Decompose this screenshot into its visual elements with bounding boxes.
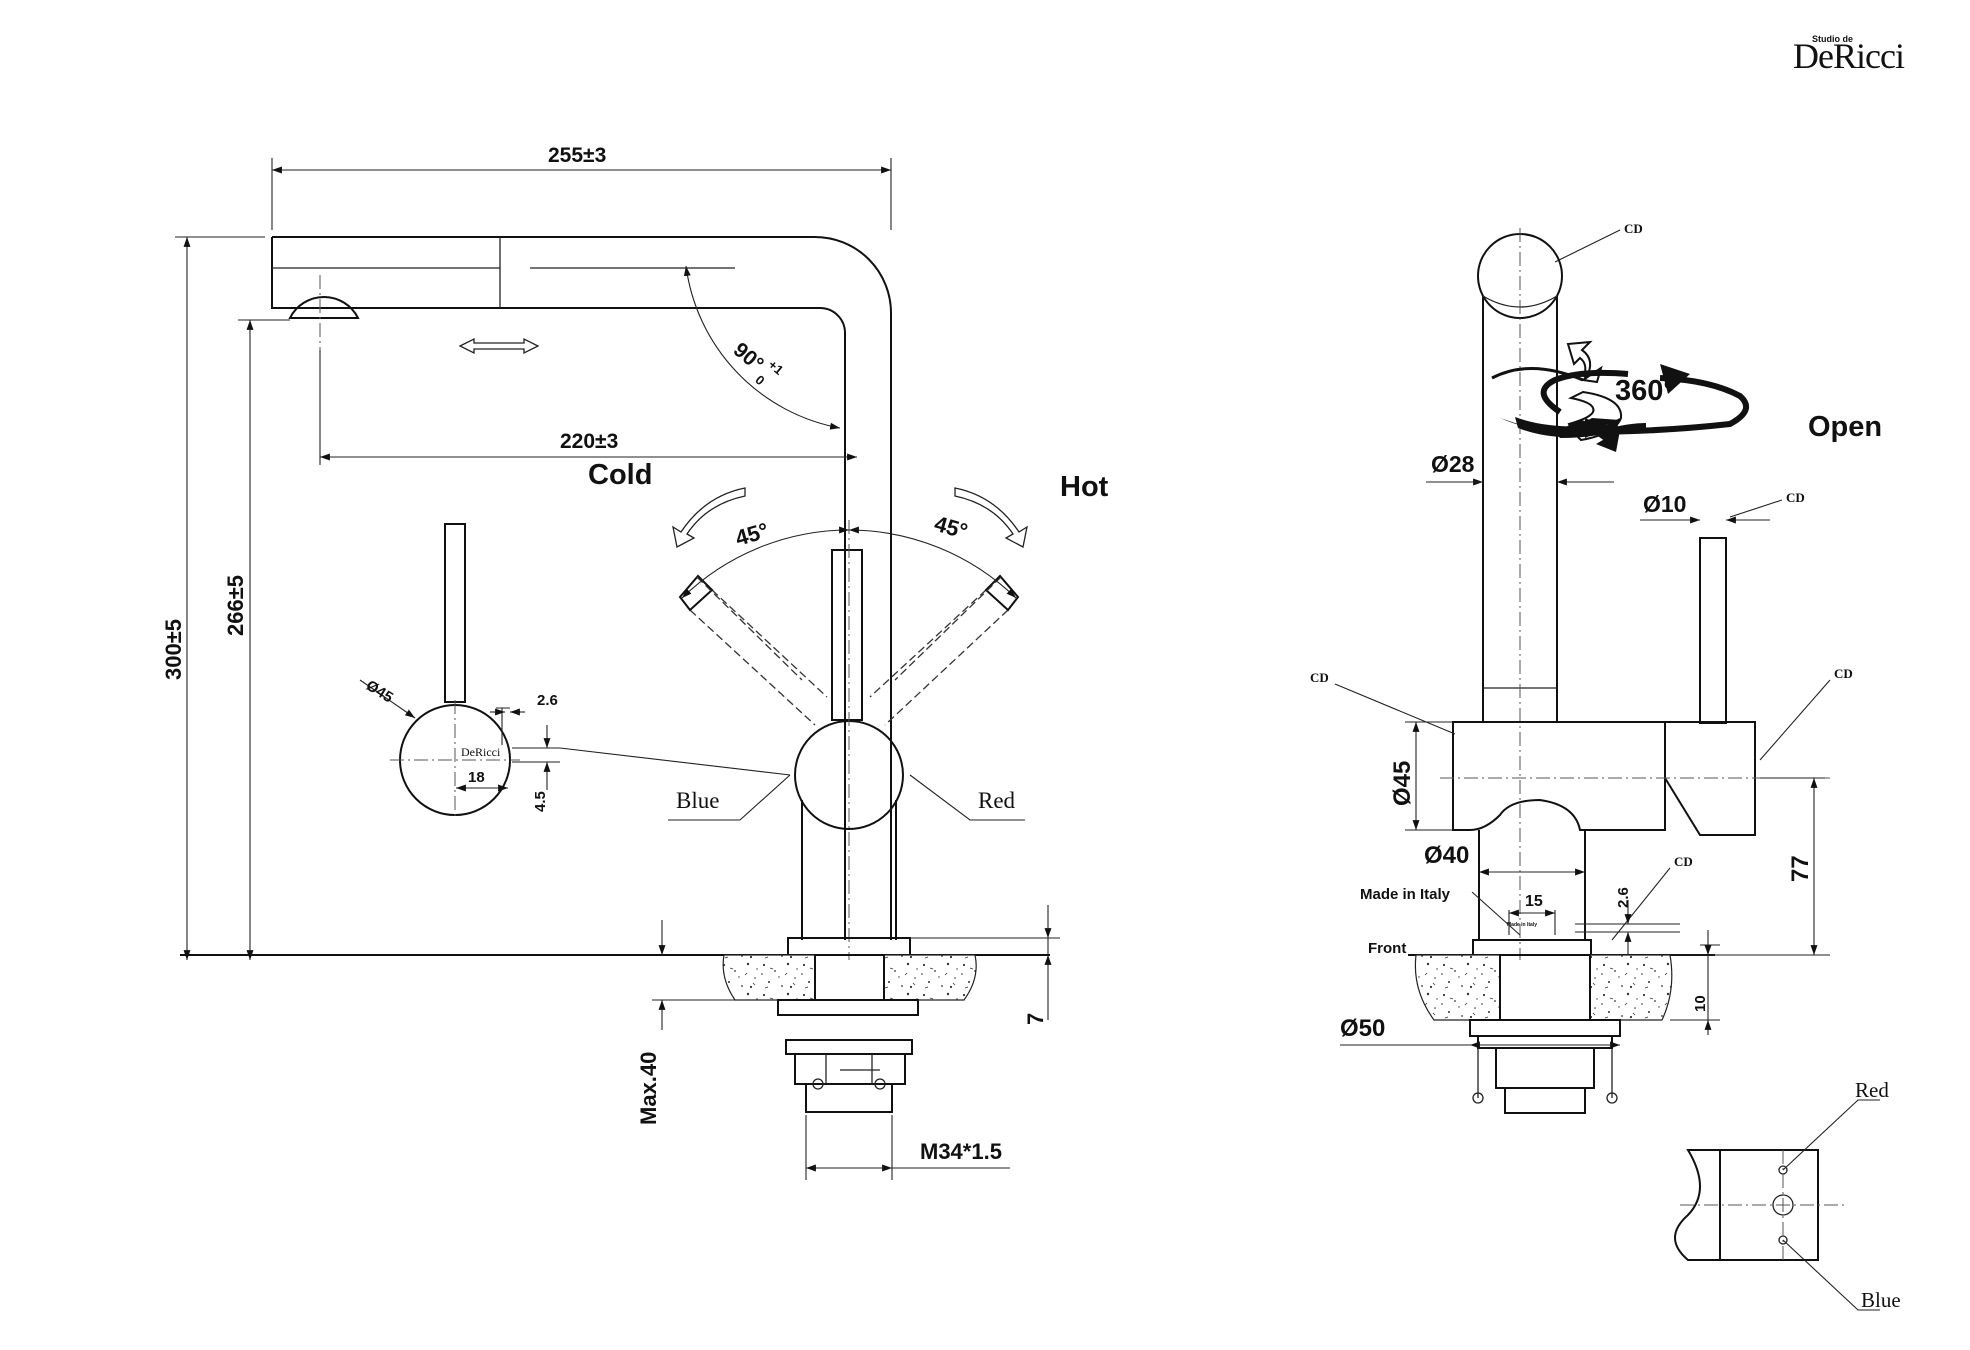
angle-90-tol-upper: +1	[765, 357, 786, 378]
lever-hot-position	[869, 574, 1020, 726]
nut	[794, 1053, 906, 1085]
front-spout	[1482, 296, 1558, 722]
cd-label-lever: CD	[1786, 490, 1805, 505]
angle-hot-label: 45°	[932, 511, 971, 544]
brand-logo: Studio de DeRicci	[1793, 34, 1906, 76]
handle-label-red: Red	[1855, 1078, 1889, 1102]
leader-red-handle	[1782, 1099, 1880, 1171]
dim-7-label: 7	[1023, 1013, 1048, 1025]
front-nut	[1495, 1047, 1595, 1089]
angle-arc-90	[683, 265, 841, 430]
rotation-label: 360°	[1615, 375, 1675, 407]
dim-10-label: Ø10	[1643, 491, 1686, 517]
handle-body	[1674, 1149, 1721, 1261]
label-made-small: Made in Italy	[1507, 922, 1537, 928]
detail-logo-text: DeRicci	[461, 745, 501, 759]
thread	[805, 1083, 893, 1113]
front-washer	[1469, 1019, 1621, 1037]
nut-top	[785, 1039, 913, 1055]
angle-arc-hot	[848, 526, 1017, 599]
angle-90-tol-lower: 0	[753, 372, 768, 388]
dim-300-label: 300±5	[161, 619, 186, 680]
dim-10-deck-label: 10	[1692, 995, 1709, 1012]
cd-label-body: CD	[1310, 670, 1329, 685]
logo-detail: Ø45 DeRicci 2.6 18 4.5	[359, 523, 560, 820]
dim-m34-label: M34*1.5	[920, 1139, 1002, 1164]
brand-name: DeRicci	[1793, 36, 1905, 76]
angle-cold-label: 45°	[732, 518, 771, 551]
label-cold: Cold	[588, 459, 652, 491]
aerator	[288, 296, 360, 319]
detail-lever	[444, 523, 466, 703]
made-leader	[1471, 891, 1521, 936]
rotate-cold-arrow-icon	[672, 487, 746, 548]
spout-outline-outer	[272, 236, 892, 940]
cd-label-lever-base: CD	[1834, 666, 1853, 681]
body	[801, 800, 897, 940]
leader-logo	[559, 747, 791, 776]
dim-2-6-front-label: 2.6	[1615, 887, 1632, 908]
front-lever	[1699, 537, 1727, 724]
front-lever-base	[1664, 721, 1756, 836]
deck-slab-left	[722, 954, 816, 1001]
dim-18-label: 18	[468, 769, 485, 786]
dim-40-label: Ø40	[1424, 842, 1469, 869]
pull-out-arrow-icon	[458, 337, 540, 355]
label-front: Front	[1368, 940, 1406, 957]
label-open: Open	[1808, 411, 1882, 443]
dim-max40-label: Max.40	[636, 1052, 661, 1125]
front-base	[1478, 830, 1586, 940]
label-hot: Hot	[1060, 471, 1109, 503]
front-slab-left	[1414, 954, 1501, 1021]
dim-4-5-label: 4.5	[532, 791, 549, 812]
front-slab-right	[1589, 954, 1673, 1021]
dim-2-6-label: 2.6	[537, 692, 558, 709]
dim-45-front-label: Ø45	[1389, 761, 1416, 806]
dim-266-label: 266±5	[223, 575, 248, 636]
side-view: 90° +1 0 45° 45° Cold Hot	[161, 144, 1109, 1180]
rotate-hot-arrow-icon	[954, 487, 1028, 548]
front-thread	[1504, 1087, 1586, 1114]
label-red: Red	[978, 788, 1016, 813]
leader-blue	[668, 774, 791, 821]
detail-dia-leader	[359, 679, 416, 719]
front-shank	[1499, 954, 1591, 1021]
washer	[777, 999, 919, 1016]
shank	[814, 954, 885, 1001]
deck-slab-right	[883, 954, 977, 1001]
rotation-360-arrow-icon	[1540, 364, 1750, 452]
handle-screw-icon	[1772, 1194, 1794, 1216]
leader-red	[909, 774, 1025, 821]
spout-outline	[271, 237, 846, 940]
cd-label-top: CD	[1624, 221, 1643, 236]
dim-15-label: 15	[1525, 893, 1543, 910]
front-body	[1452, 721, 1666, 831]
dim-50-label: Ø50	[1340, 1015, 1385, 1042]
angle-arc-cold	[681, 526, 850, 599]
handle-label-blue: Blue	[1861, 1288, 1901, 1312]
dim-220-label: 220±3	[560, 430, 618, 453]
cd-label-base: CD	[1674, 854, 1693, 869]
lever-center	[831, 549, 863, 721]
front-view: 360° Open CD CD CD CD CD Ø28 Ø10 Ø45 Ø40…	[1310, 221, 1882, 1114]
brand-tag: Studio de	[1812, 34, 1853, 44]
label-blue: Blue	[676, 788, 719, 813]
front-plate	[1472, 939, 1592, 956]
label-made: Made in Italy	[1360, 886, 1451, 903]
dim-255-label: 255±3	[548, 144, 606, 167]
handle-detail: Red Blue	[1674, 1078, 1901, 1312]
dim-28-label: Ø28	[1431, 451, 1475, 477]
dim-77-label: 77	[1787, 855, 1814, 882]
leader-blue-handle	[1782, 1239, 1880, 1311]
lever-cold-position	[678, 574, 828, 726]
